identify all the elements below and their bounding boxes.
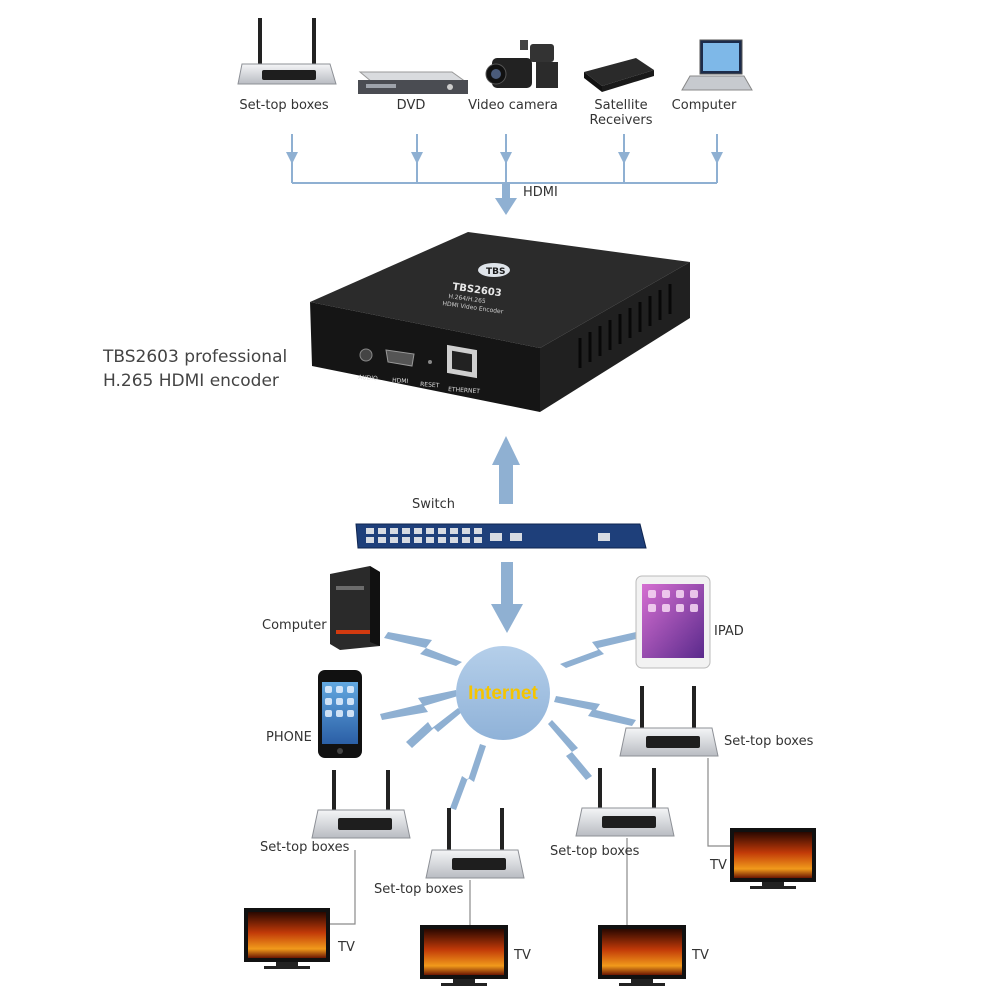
port-label-reset: RESET [420, 381, 440, 389]
desktop-computer-icon [330, 566, 380, 650]
internet-cloud [456, 646, 550, 740]
settop-label-4: Set-top boxes [724, 734, 814, 749]
satellite-receiver-icon [584, 58, 654, 92]
tv-1 [244, 908, 330, 969]
port-label-hdmi: HDMI [392, 377, 409, 385]
port-label-audio: AUDIO [358, 374, 378, 382]
settop-label-3: Set-top boxes [550, 844, 640, 859]
video-camera-icon [485, 40, 558, 88]
tv-3 [598, 925, 686, 986]
tv-4 [730, 828, 816, 889]
source-label-satellite: Satellite Receivers [589, 98, 653, 128]
tbs-logo-icon: TBS [478, 263, 510, 277]
up-arrow [492, 436, 520, 504]
port-label-ethernet: ETHERNET [448, 386, 481, 395]
phone-icon [318, 670, 362, 758]
client-label-ipad: IPAD [714, 624, 744, 639]
tv-label-1: TV [338, 940, 355, 955]
settop-label-1: Set-top boxes [260, 840, 350, 855]
settop-box-4 [619, 686, 719, 757]
tv-2 [420, 925, 508, 986]
settop-box-3 [575, 768, 675, 837]
internet-label: Internet [468, 683, 538, 704]
client-label-phone: PHONE [266, 730, 312, 745]
tv-label-3: TV [692, 948, 709, 963]
hdmi-label: HDMI [523, 185, 558, 200]
encoder-device: TBS [310, 232, 690, 412]
source-arrowheads [286, 152, 723, 164]
laptop-icon [681, 39, 753, 91]
source-label-computer: Computer [671, 98, 737, 113]
client-label-computer: Computer [262, 618, 327, 633]
settop-label-2: Set-top boxes [374, 882, 464, 897]
lightning-bolts [380, 632, 640, 810]
hdmi-down-arrow [495, 183, 517, 215]
switch-device [355, 523, 647, 549]
switch-label: Switch [412, 497, 455, 512]
router-icon [237, 18, 337, 85]
dvd-player-icon [358, 71, 468, 94]
source-label-camera: Video camera [468, 98, 558, 113]
tv-label-2: TV [514, 948, 531, 963]
settop-box-2 [425, 808, 525, 879]
tv-cables [330, 758, 730, 930]
encoder-title-line1: TBS2603 professional [103, 347, 288, 367]
svg-text:TBS: TBS [486, 267, 505, 277]
ipad-icon [635, 575, 711, 669]
source-label-settop: Set-top boxes [239, 98, 329, 113]
tv-label-4: TV [710, 858, 727, 873]
source-label-dvd: DVD [396, 98, 426, 113]
settop-box-1 [311, 770, 411, 839]
down-arrow [491, 562, 523, 633]
encoder-title-line2: H.265 HDMI encoder [103, 371, 279, 391]
